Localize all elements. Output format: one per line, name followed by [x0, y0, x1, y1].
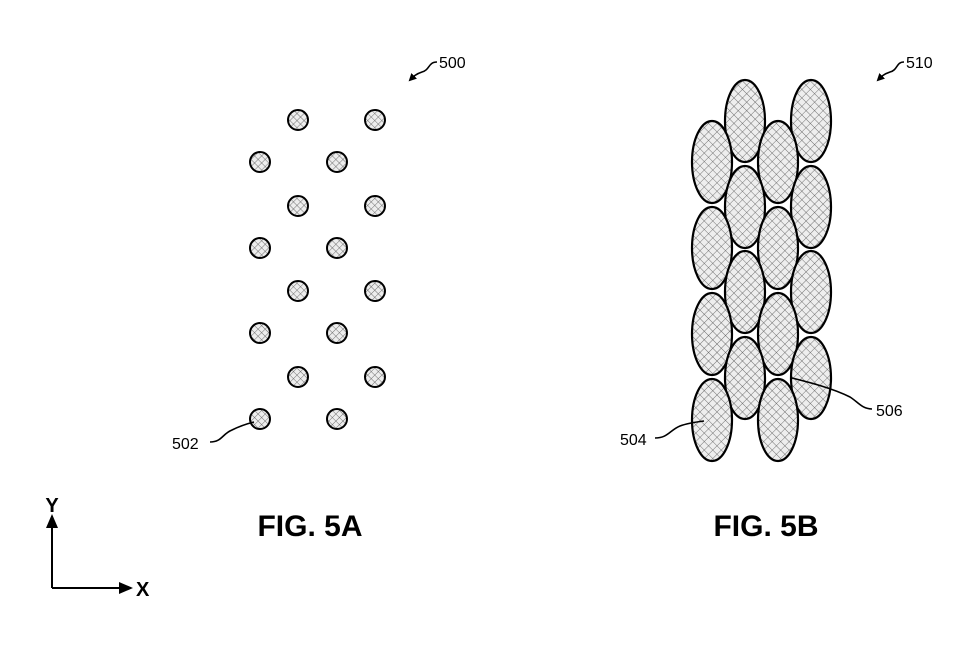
ref-number-506: 506 — [876, 403, 903, 420]
particle-dot — [364, 109, 386, 131]
particle-oval — [789, 335, 833, 421]
particle-oval — [690, 119, 734, 205]
particle-oval — [789, 164, 833, 250]
particle-dot — [249, 408, 271, 430]
ref-number-502: 502 — [172, 436, 199, 453]
particle-dot — [249, 322, 271, 344]
particle-oval — [723, 164, 767, 250]
ref-510-leader — [876, 61, 905, 82]
particle-dot — [249, 151, 271, 173]
particle-dot — [287, 195, 309, 217]
ref-500-leader — [408, 61, 438, 82]
ref-506-leader — [791, 377, 873, 410]
figure-5b: 510 504 506 FIG. 5B — [620, 55, 933, 543]
particle-oval — [789, 78, 833, 164]
particle-dot — [249, 237, 271, 259]
ref-502-leader — [209, 421, 255, 443]
particle-oval — [690, 291, 734, 377]
particle-dot — [326, 408, 348, 430]
ref-number-510: 510 — [906, 55, 933, 72]
y-axis-label: Y — [45, 495, 59, 517]
ref-504-leader — [654, 420, 705, 439]
particle-oval — [756, 119, 800, 205]
particle-dot — [326, 322, 348, 344]
particle-oval — [789, 249, 833, 335]
particle-dot — [287, 366, 309, 388]
figure-5a: 500 502 FIG. 5A — [172, 55, 466, 543]
ref-number-504: 504 — [620, 432, 647, 449]
x-axis-label: X — [136, 579, 150, 601]
particle-oval — [690, 205, 734, 291]
ref-number-500: 500 — [439, 55, 466, 72]
particle-dot — [287, 280, 309, 302]
particle-oval — [723, 78, 767, 164]
particle-oval — [756, 205, 800, 291]
dense-particle-array — [690, 78, 833, 463]
coordinate-axes: Y X — [45, 495, 150, 601]
particle-oval — [756, 377, 800, 463]
particle-oval — [723, 335, 767, 421]
figure-caption-5a: FIG. 5A — [257, 510, 362, 543]
particle-dot — [364, 366, 386, 388]
particle-oval — [723, 249, 767, 335]
sparse-particle-array — [249, 109, 386, 430]
figure-caption-5b: FIG. 5B — [713, 510, 818, 543]
particle-dot — [326, 237, 348, 259]
particle-dot — [364, 195, 386, 217]
particle-dot — [287, 109, 309, 131]
particle-oval — [690, 377, 734, 463]
particle-oval — [756, 291, 800, 377]
particle-dot — [326, 151, 348, 173]
particle-dot — [364, 280, 386, 302]
